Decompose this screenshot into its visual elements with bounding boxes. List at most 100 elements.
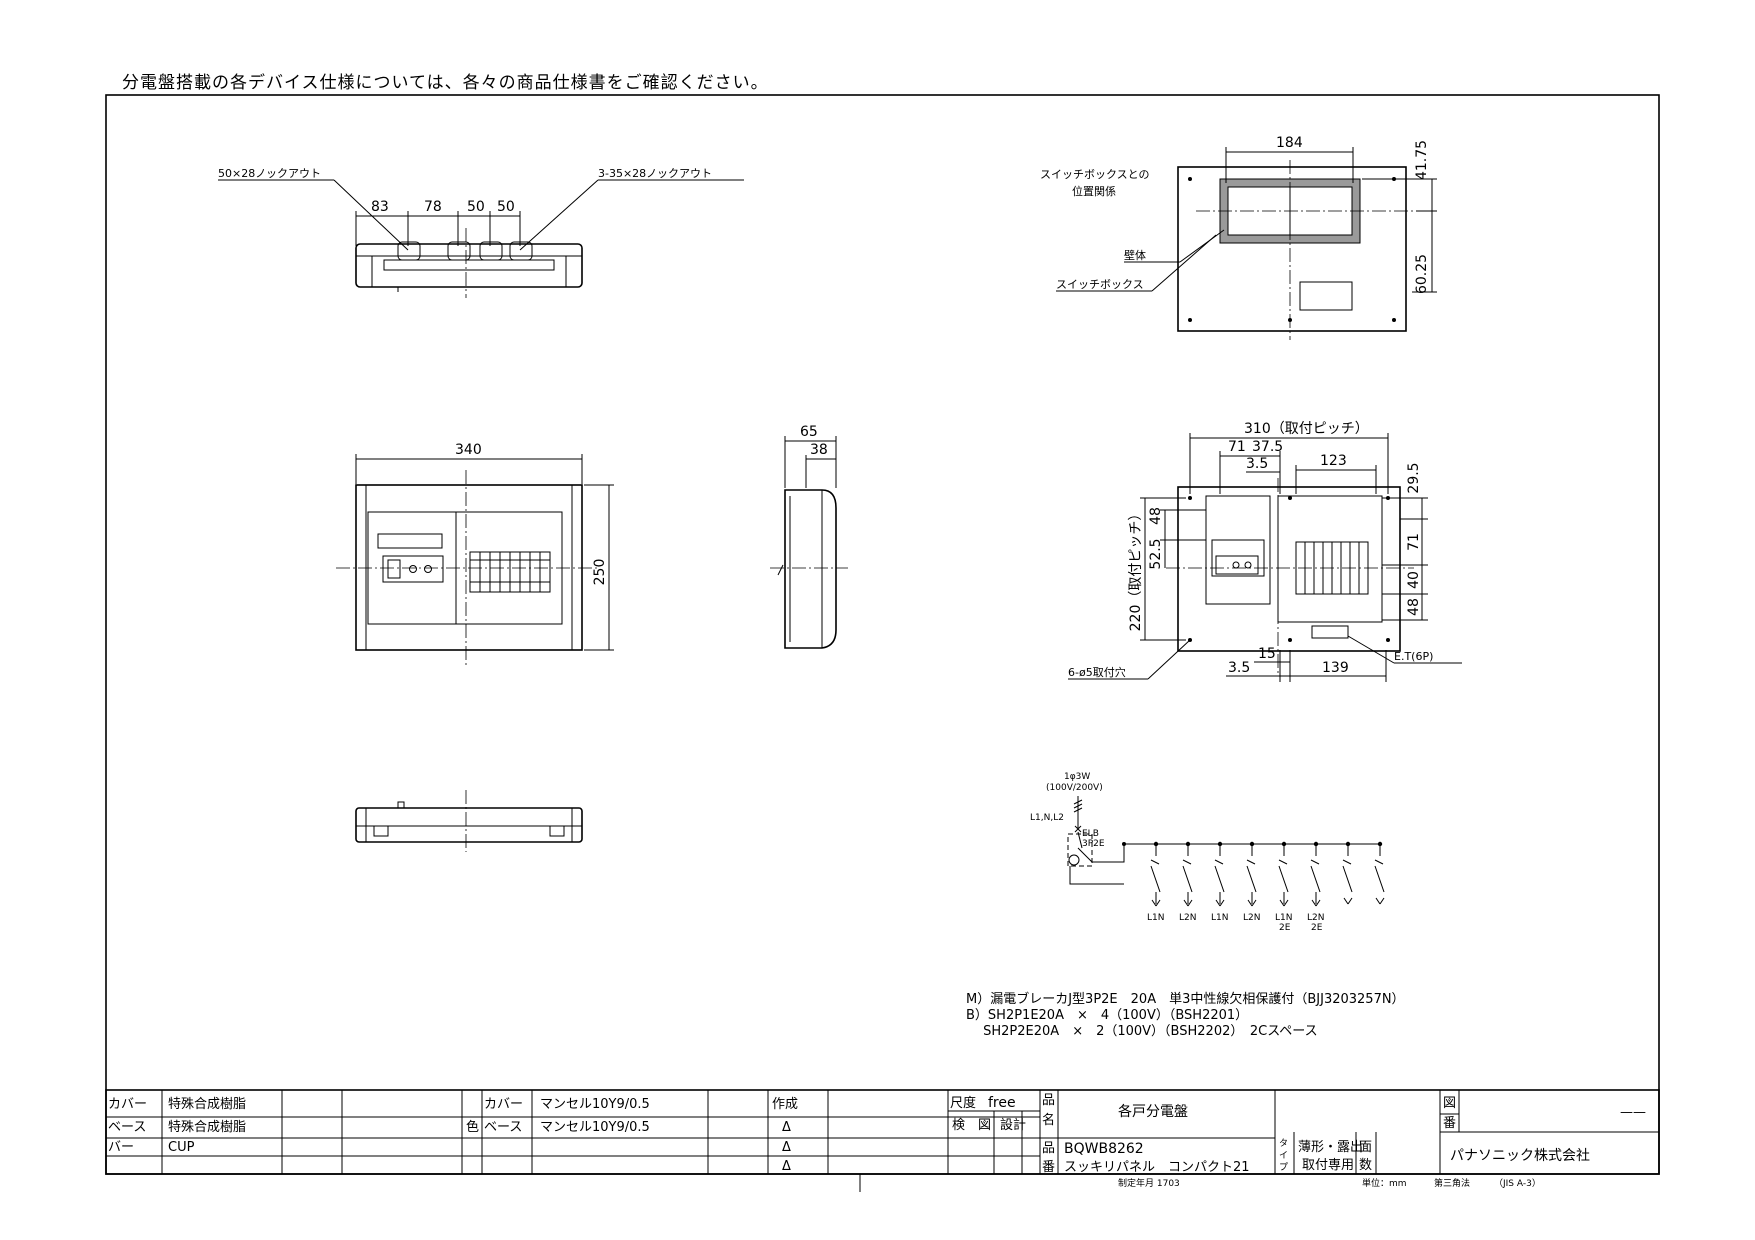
tb-projection: 第三角法	[1434, 1177, 1470, 1189]
branch-label: L1N	[1211, 913, 1228, 923]
tb-type-1: タ	[1279, 1138, 1288, 1149]
sb-width: 184	[1276, 135, 1303, 151]
branch-arrow-r	[1283, 899, 1289, 907]
branch-mark	[1246, 859, 1256, 865]
branch-switch	[1278, 865, 1289, 893]
front-view: 340 250	[336, 442, 614, 665]
branch-mark	[1342, 859, 1352, 865]
space-arrow-r	[1379, 897, 1385, 905]
branch-mark	[1214, 859, 1224, 865]
branch-arrow-l	[1151, 899, 1157, 907]
branch-label: L1N	[1147, 913, 1164, 923]
top-dim-50a: 50	[467, 199, 485, 215]
space-arrow-r	[1347, 897, 1353, 905]
knockout-left-label: 50×28ノックアウト	[218, 167, 321, 180]
tb-drawn: 図	[978, 1118, 991, 1133]
tb-design: 設計	[1000, 1117, 1026, 1133]
branch-arrow-r	[1219, 899, 1225, 907]
sb-relation-1: スイッチボックスとの	[1040, 168, 1150, 181]
top-view: 83 78 50 50 50×28ノックアウト 3-35×28ノックアウト	[218, 167, 744, 298]
tb-series: スッキリパネル コンパクト21	[1064, 1160, 1250, 1175]
tb-part-number: BQWB8262	[1064, 1141, 1144, 1157]
branch-arrow-l	[1279, 899, 1285, 907]
branch-mark	[1150, 859, 1160, 865]
branch-switch	[1374, 865, 1385, 893]
tb-color-1: マンセル10Y9/0.5	[540, 1097, 650, 1112]
spec-line-2: B）SH2P1E20A × 4（100V）（BSH2201）	[966, 1008, 1248, 1023]
branch-arrow-r	[1315, 899, 1321, 907]
branch-switch	[1182, 865, 1193, 893]
branch-switch	[1246, 865, 1257, 893]
bottom-view	[355, 790, 583, 852]
sb-bottom: 60.25	[1414, 254, 1430, 294]
branch-mark	[1310, 859, 1320, 865]
tb-zuban-value: ——	[1620, 1105, 1646, 1120]
mv-d71b: 71	[1406, 533, 1422, 551]
tb-mat-2: 特殊合成樹脂	[168, 1120, 246, 1135]
branch-arrow-l	[1215, 899, 1221, 907]
tb-company: パナソニック株式会社	[1450, 1148, 1590, 1164]
sb-top: 41.75	[1414, 140, 1430, 180]
mv-d35: 3.5	[1246, 456, 1268, 472]
branch-arrow-r	[1155, 899, 1161, 907]
tb-face-1: 面	[1359, 1140, 1372, 1155]
tb-unit: 単位：mm	[1362, 1177, 1407, 1189]
tb-face-2: 数	[1359, 1158, 1372, 1173]
mv-d375: 37.5	[1252, 439, 1283, 455]
switchbox-view: 184 41.75 60.25 スイッチボックスとの 位置関係 壁体 スイッチボ…	[1040, 135, 1437, 340]
tb-part-2: ベース	[108, 1120, 146, 1135]
branch-switch	[1150, 865, 1161, 893]
tb-cpart-2: ベース	[484, 1120, 522, 1135]
branch-switch	[1214, 865, 1225, 893]
top-dim-83: 83	[371, 199, 389, 215]
tb-color-label: 色	[466, 1119, 479, 1135]
circuit-diagram: 1φ3W (100V/200V) L1,N,L2 ELB 3P2E	[1030, 772, 1378, 885]
branch-arrow-l	[1311, 899, 1317, 907]
space-arrow-l	[1343, 897, 1349, 905]
branch-label: L2N	[1243, 913, 1260, 923]
tb-type-value-2: 取付専用	[1302, 1158, 1354, 1173]
mount-view: 310（取付ピッチ） 71 37.5 3.5 123 220（取付ピッチ） 52…	[1068, 421, 1462, 682]
branch-label-2: 2E	[1311, 923, 1323, 933]
branch-switch	[1342, 865, 1353, 893]
tb-delta-1: Δ	[782, 1120, 791, 1135]
mv-d123: 123	[1320, 453, 1347, 469]
mv-holes: 6-ø5取付穴	[1068, 665, 1126, 679]
tb-zuban-1: 図	[1443, 1096, 1456, 1111]
circuit-supply-2: (100V/200V)	[1046, 783, 1103, 793]
mv-d40: 40	[1406, 571, 1422, 589]
top-dim-78: 78	[424, 199, 442, 215]
front-height: 250	[592, 559, 608, 586]
sb-relation-2: 位置関係	[1072, 184, 1116, 198]
tb-hinban-1: 品	[1042, 1141, 1055, 1156]
circuit-lines: L1,N,L2	[1030, 813, 1064, 823]
mv-d48b: 48	[1406, 598, 1422, 616]
branch-mark	[1182, 859, 1192, 865]
mv-d139: 139	[1322, 660, 1349, 676]
branch-switch	[1310, 865, 1321, 893]
header-note: 分電盤搭載の各デバイス仕様については、各々の商品仕様書をご確認ください。	[122, 73, 769, 93]
circuit-elb-2: 3P2E	[1082, 839, 1105, 849]
tb-jis: （JIS A-3）	[1494, 1178, 1541, 1189]
tb-mat-3: CUP	[168, 1140, 195, 1155]
branch-mark	[1278, 859, 1288, 865]
mv-d48a: 48	[1148, 507, 1164, 525]
tb-delta-2: Δ	[782, 1140, 791, 1155]
tb-hinmei-1: 品	[1042, 1093, 1055, 1108]
branch-mark	[1374, 859, 1384, 865]
title-block: カバー 特殊合成樹脂 カバー マンセル10Y9/0.5 ベース 特殊合成樹脂 ベ…	[105, 1089, 1660, 1192]
spec-line-3: SH2P2E20A × 2（100V）（BSH2202） 2Cスペース	[966, 1024, 1318, 1039]
tb-color-2: マンセル10Y9/0.5	[540, 1120, 650, 1135]
mv-pitch-v: 220（取付ピッチ）	[1128, 507, 1144, 632]
branch-arrow-r	[1187, 899, 1193, 907]
tb-hinmei-2: 名	[1042, 1112, 1055, 1128]
front-width: 340	[455, 442, 482, 458]
mv-d35b: 3.5	[1228, 660, 1250, 676]
tb-zuban-2: 番	[1443, 1116, 1456, 1131]
branch-arrow-l	[1183, 899, 1189, 907]
top-dim-50b: 50	[497, 199, 515, 215]
tb-date: 制定年月 1703	[1118, 1177, 1180, 1189]
tb-made: 作成	[772, 1097, 798, 1112]
